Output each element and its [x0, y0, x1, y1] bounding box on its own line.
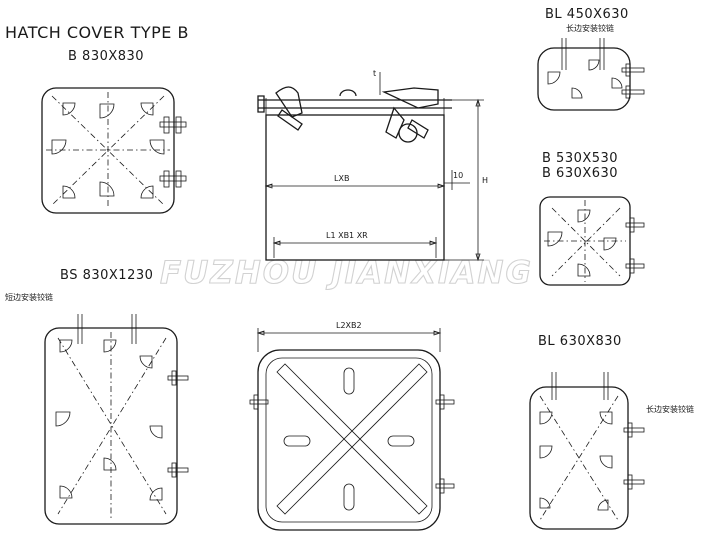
hatch-bl450-plan: [537, 38, 645, 111]
note-short-side-hinge: 短边安装铰链: [5, 292, 53, 302]
hatch-bs830-plan: [44, 314, 189, 525]
hatch-bl630-plan: [529, 372, 645, 530]
hatch-underside-plan: L2XB2: [249, 321, 455, 531]
dim-label-l2b2: L2XB2: [336, 321, 362, 330]
note-long-side-hinge-right: 长边安装铰链: [646, 404, 694, 414]
size-label-b830: B 830X830: [68, 49, 144, 64]
drawing-title: HATCH COVER TYPE B: [5, 23, 189, 42]
size-label-b530: B 530X530: [542, 151, 618, 166]
dim-label-h: H: [482, 176, 488, 185]
dim-label-lxb: LXB: [334, 174, 349, 183]
note-long-side-hinge-top: 长边安装铰链: [566, 23, 614, 33]
size-label-bs830: BS 830X1230: [60, 268, 153, 283]
dim-label-l1b1: L1 XB1 XR: [326, 231, 368, 240]
dim-label-t: t: [373, 69, 376, 78]
size-label-b630: B 630X630: [542, 166, 618, 181]
size-label-bl450: BL 450X630: [545, 7, 629, 22]
size-label-bl630: BL 630X830: [538, 334, 622, 349]
hatch-b530-plan: [539, 196, 645, 286]
dim-label-10: 10: [453, 171, 463, 180]
hatch-b830-plan: [41, 87, 187, 214]
hatch-side-elevation: LXB L1 XB1 XR H 10 t: [257, 69, 488, 262]
